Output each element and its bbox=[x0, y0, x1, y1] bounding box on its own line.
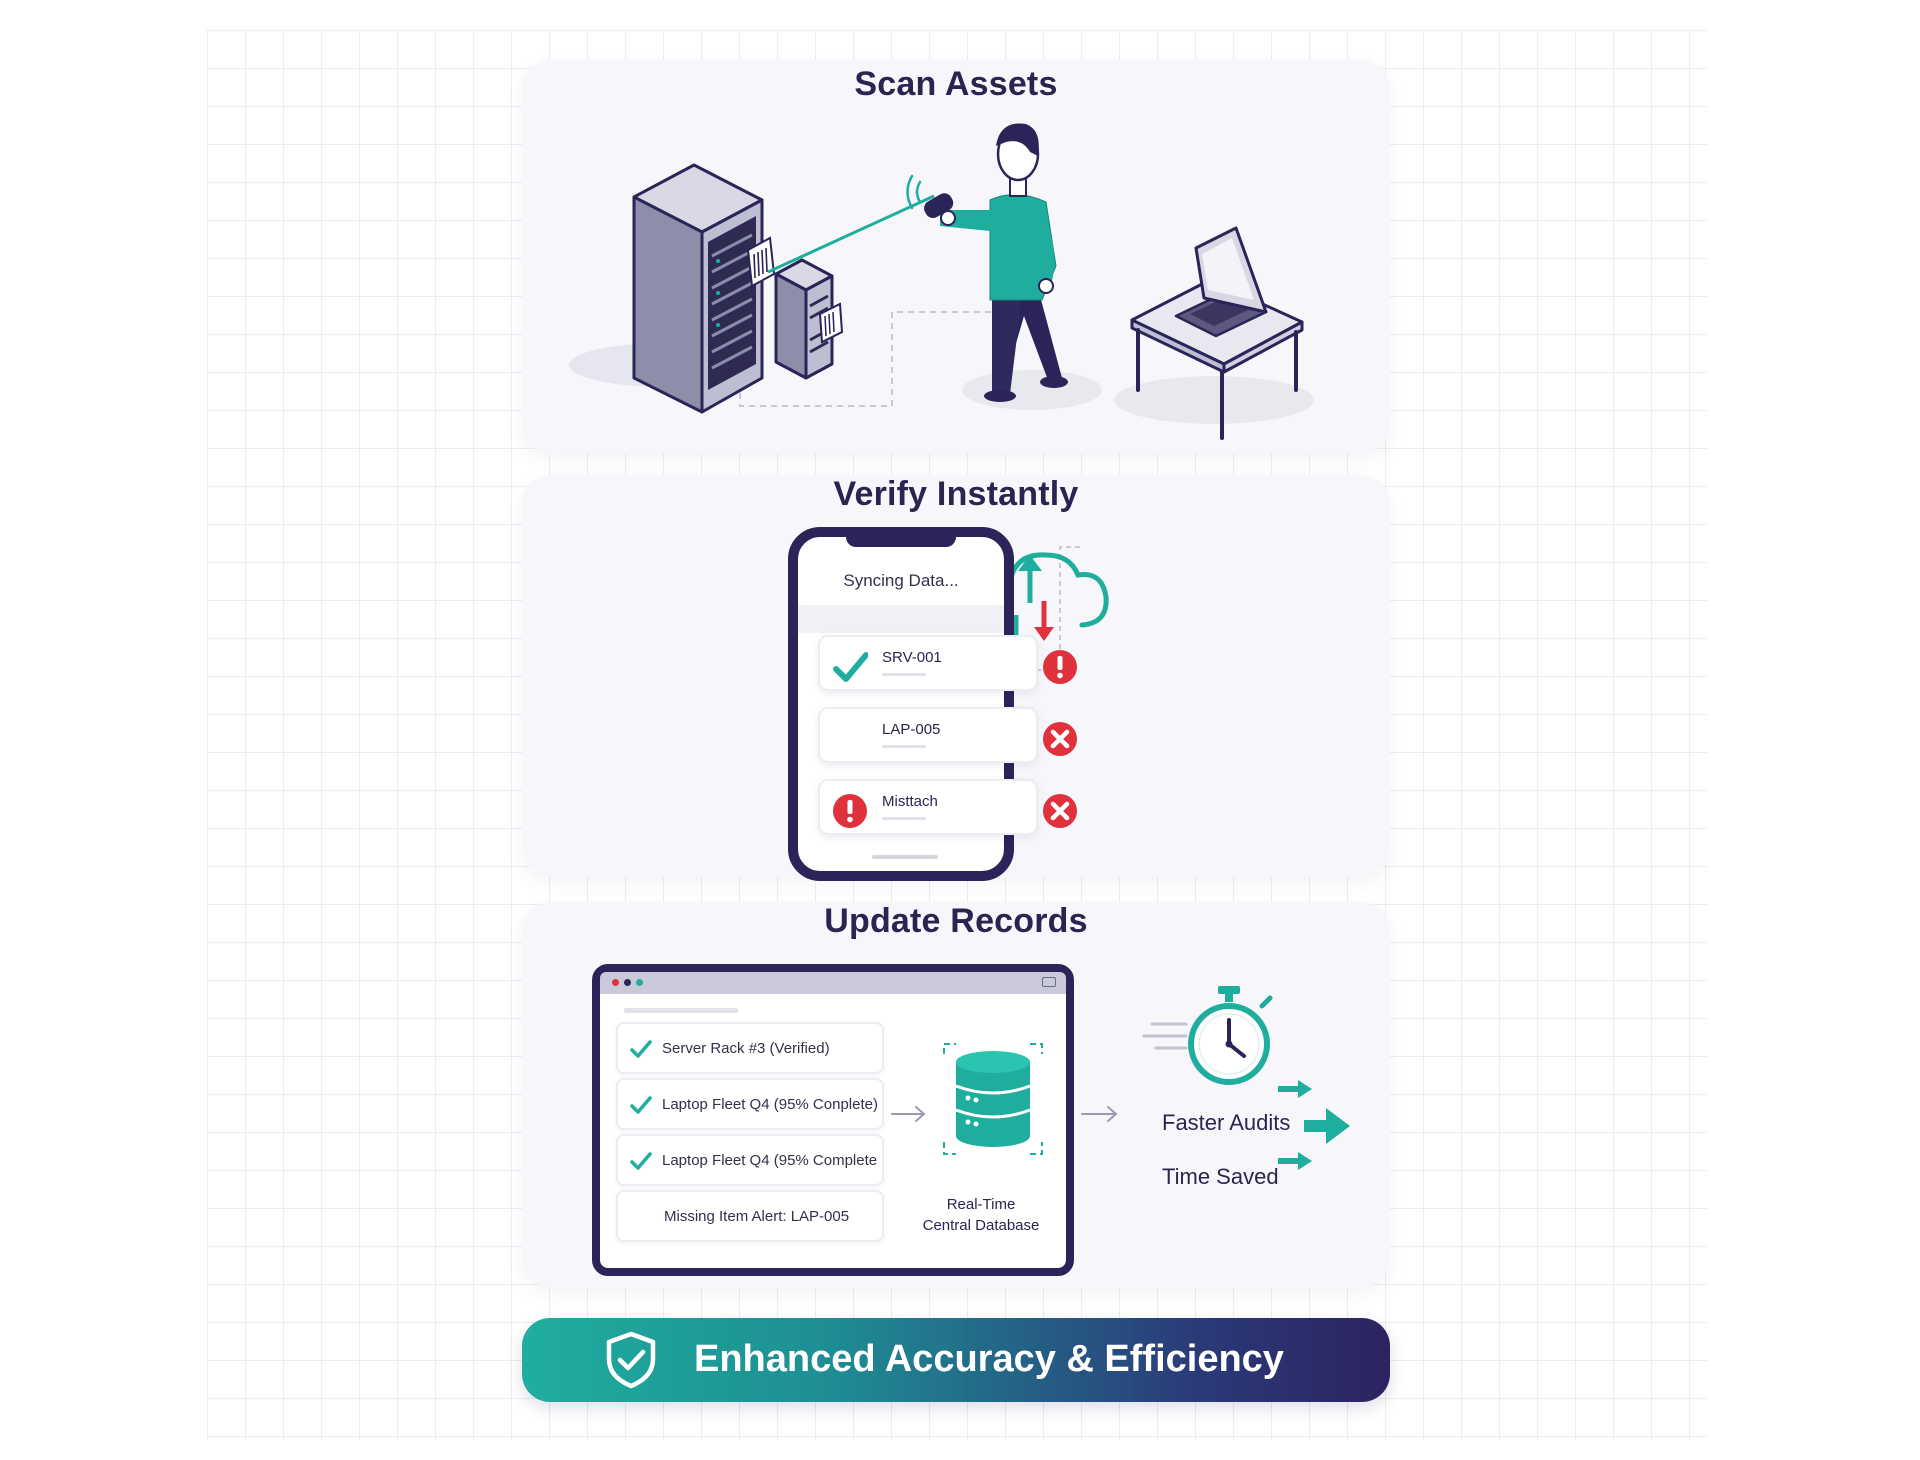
window-header-bar bbox=[624, 1008, 738, 1013]
alert-icon bbox=[833, 794, 867, 828]
update-records-title: Update Records bbox=[824, 902, 1088, 940]
database-caption: Real-Time Central Database bbox=[906, 1194, 1056, 1236]
speed-arrows-icon bbox=[1278, 1080, 1350, 1170]
row-subline bbox=[882, 817, 926, 820]
verify-instantly-panel: Verify Instantly Syncing Data... SRV-001 bbox=[522, 475, 1390, 881]
row-label: LAP-005 bbox=[882, 721, 941, 738]
record-text: Server Rack #3 (Verified) bbox=[662, 1040, 830, 1057]
database-icon bbox=[943, 1043, 1043, 1155]
window-restore-icon[interactable] bbox=[1042, 977, 1056, 987]
verify-instantly-title: Verify Instantly bbox=[833, 475, 1079, 513]
shield-check-icon bbox=[606, 1331, 656, 1389]
scan-assets-panel: Scan Assets bbox=[522, 60, 1390, 454]
sync-status-text: Syncing Data... bbox=[843, 571, 959, 590]
time-saved-text: Time Saved bbox=[1162, 1164, 1279, 1189]
row-subline bbox=[882, 745, 926, 748]
record-text: Laptop Fleet Q4 (95% Complete bbox=[662, 1152, 878, 1169]
verify-row-lap-005[interactable]: LAP-005 bbox=[818, 707, 1077, 763]
flow-arrow-icon bbox=[891, 1106, 926, 1122]
phone-home-bar bbox=[872, 855, 938, 859]
window-minimize-dot[interactable] bbox=[624, 979, 631, 986]
person-scanning-icon bbox=[924, 123, 1068, 402]
error-x-icon bbox=[1043, 794, 1077, 828]
update-records-panel: Update Records Server Rack #3 (Verified)… bbox=[522, 902, 1390, 1288]
banner-text: Enhanced Accuracy & Efficiency bbox=[694, 1338, 1284, 1380]
scan-illustration bbox=[569, 123, 1314, 440]
row-subline bbox=[882, 673, 926, 676]
verify-row-mismatch[interactable]: Misttach bbox=[818, 779, 1077, 835]
check-icon bbox=[630, 1096, 652, 1114]
check-icon bbox=[630, 1040, 652, 1058]
record-text: Missing Item Alert: LAP-005 bbox=[664, 1208, 850, 1225]
update-flow-illustration bbox=[891, 986, 1350, 1170]
sync-band bbox=[798, 605, 1004, 633]
server-rack-icon bbox=[632, 163, 776, 414]
stopwatch-icon bbox=[1142, 986, 1273, 1085]
check-icon bbox=[833, 652, 868, 682]
record-item-missing[interactable]: Missing Item Alert: LAP-005 bbox=[616, 1190, 884, 1242]
window-maximize-dot[interactable] bbox=[636, 979, 643, 986]
record-item[interactable]: Laptop Fleet Q4 (95% Complete bbox=[616, 1134, 884, 1186]
record-item[interactable]: Laptop Fleet Q4 (95% Conplete) bbox=[616, 1078, 884, 1130]
record-text: Laptop Fleet Q4 (95% Conplete) bbox=[662, 1096, 878, 1113]
error-x-icon bbox=[1043, 722, 1077, 756]
window-titlebar bbox=[600, 972, 1066, 994]
check-icon bbox=[630, 1152, 652, 1170]
alert-icon bbox=[1043, 650, 1077, 684]
scan-assets-title: Scan Assets bbox=[854, 65, 1058, 103]
signal-waves-icon bbox=[906, 174, 922, 210]
window-close-dot[interactable] bbox=[612, 979, 619, 986]
database-caption-line1: Real-Time bbox=[946, 1196, 1016, 1213]
row-label: Misttach bbox=[882, 793, 938, 810]
phone-notch bbox=[846, 535, 956, 547]
flow-arrow-icon bbox=[1081, 1106, 1118, 1122]
phone-frame: Syncing Data... SRV-001 LAP-005 bbox=[788, 527, 1077, 881]
verify-row-srv-001[interactable]: SRV-001 bbox=[818, 635, 1077, 691]
database-caption-line2: Central Database bbox=[922, 1217, 1040, 1234]
small-server-icon bbox=[774, 258, 844, 380]
record-item[interactable]: Server Rack #3 (Verified) bbox=[616, 1022, 884, 1074]
summary-banner: Enhanced Accuracy & Efficiency bbox=[522, 1318, 1390, 1402]
row-label: SRV-001 bbox=[882, 649, 942, 666]
faster-audits-text: Faster Audits bbox=[1162, 1110, 1291, 1135]
desk-laptop-icon bbox=[1130, 226, 1304, 440]
